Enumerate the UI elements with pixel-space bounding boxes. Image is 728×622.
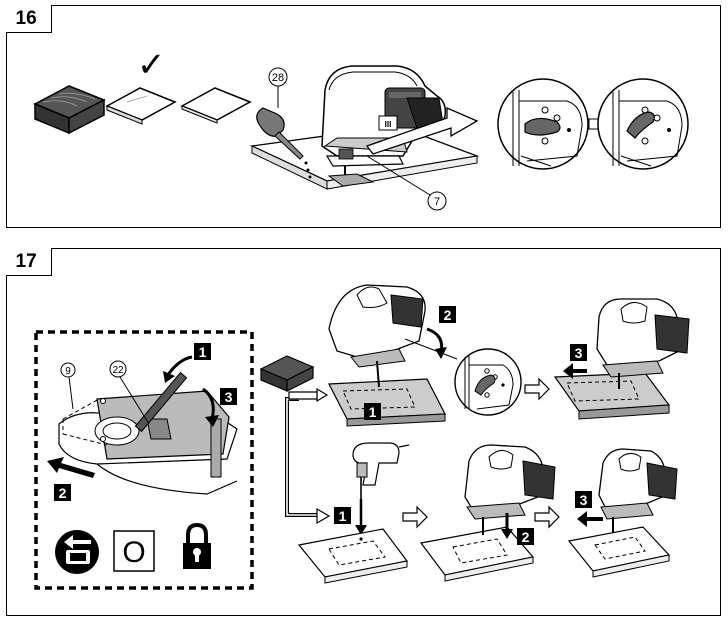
svg-text:III: III — [385, 120, 392, 129]
zoom-arrow-icon — [365, 107, 479, 155]
hex-key-tool — [134, 371, 188, 433]
figure-17-illustration: 9 22 1 3 2 O — [34, 284, 690, 590]
drill-workpiece — [297, 528, 409, 584]
svg-text:2: 2 — [522, 529, 530, 545]
svg-text:3: 3 — [225, 389, 233, 405]
lock-icon — [183, 522, 211, 569]
step-1-badge-plunge — [364, 403, 381, 420]
jigsaw-cut-workpiece — [567, 526, 671, 578]
off-switch-icon — [113, 530, 155, 572]
wood-material-icon — [33, 85, 106, 135]
lever-detail-circle-3 — [454, 348, 522, 416]
svg-text:3: 3 — [580, 492, 588, 508]
metal-sheet-icon — [105, 87, 177, 125]
jigsaw-entry-workpiece — [419, 526, 535, 582]
svg-text:3: 3 — [575, 345, 583, 361]
svg-text:2: 2 — [444, 307, 452, 323]
plunge-cut-workpiece — [328, 378, 446, 427]
step-2-badge-plunge — [439, 306, 456, 323]
step-2-badge-entry — [517, 528, 534, 545]
check-mark-icon: ✓ — [137, 46, 166, 84]
base-plate-illustration — [58, 371, 238, 495]
oil-bottle-icon — [256, 107, 312, 179]
step-1-badge-inset — [194, 343, 211, 360]
figure-16-illustration: ✓ 28 III — [33, 46, 689, 211]
jigsaw-tilted — [328, 284, 426, 388]
plunge-cut-workpiece-finished — [553, 372, 671, 420]
lever-detail-circle-2 — [597, 78, 689, 170]
lever-detail-circle-1 — [497, 78, 589, 170]
drill-tool — [352, 442, 410, 535]
callout-7: 7 — [434, 196, 440, 208]
callout-22: 22 — [112, 365, 124, 376]
figure-17-number: 17 — [5, 247, 52, 276]
figure-17-panel: 17 9 22 1 — [5, 247, 721, 616]
callout-9: 9 — [65, 366, 71, 377]
svg-text:2: 2 — [59, 485, 67, 501]
jigsaw-entry — [464, 444, 556, 535]
jigsaw-cutting — [598, 448, 678, 533]
plastic-sheet-icon — [180, 87, 252, 124]
tighten-arrow-icon — [202, 387, 215, 420]
remove-battery-icon — [55, 530, 99, 574]
figure-16-number: 16 — [5, 4, 52, 33]
step-3-badge-cut — [575, 491, 592, 508]
figure-16-panel: 16 ✓ — [5, 4, 721, 228]
step-3-badge-plunge — [570, 344, 587, 361]
jigsaw-upright — [596, 298, 690, 389]
svg-text:O: O — [122, 536, 145, 569]
step-2-badge-inset — [54, 484, 71, 501]
step-3-badge-inset — [220, 388, 237, 405]
svg-text:1: 1 — [199, 344, 207, 360]
saw-blade-pack-icon — [259, 355, 315, 392]
slide-arrow-icon — [47, 457, 95, 478]
step-1-badge-drill — [334, 507, 351, 524]
svg-text:1: 1 — [339, 508, 347, 524]
callout-28: 28 — [272, 72, 284, 84]
rotate-arrow-icon — [165, 355, 193, 377]
svg-text:1: 1 — [369, 404, 377, 420]
